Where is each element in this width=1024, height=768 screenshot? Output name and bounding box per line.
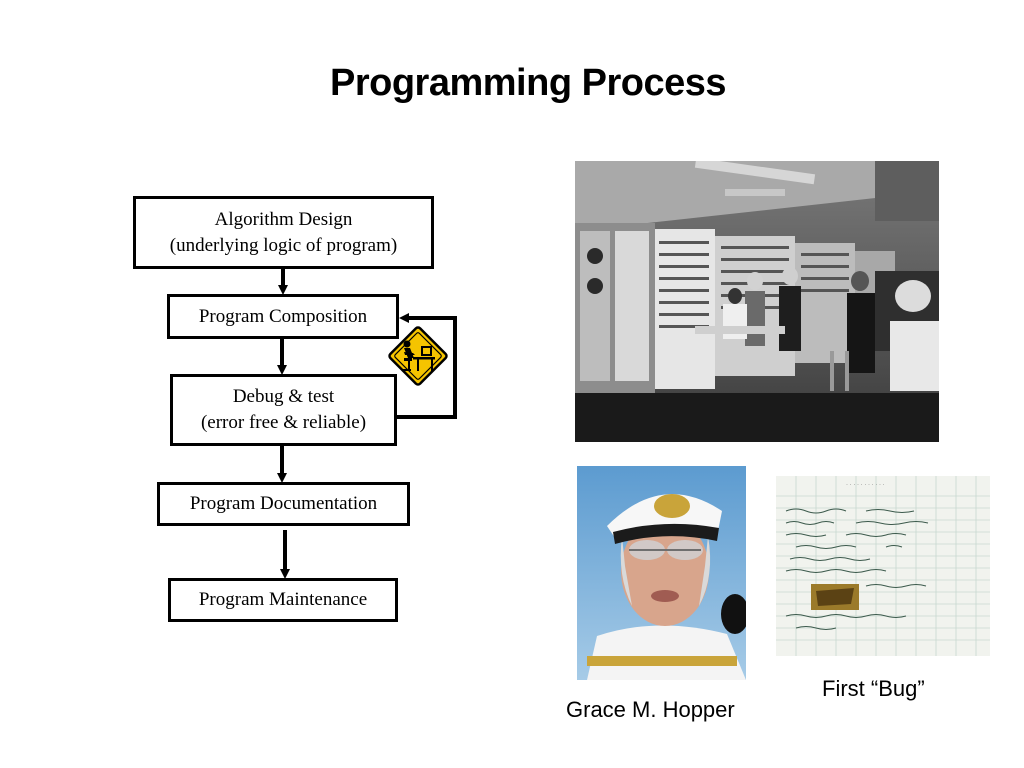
worker-at-computer-sign-icon <box>388 326 448 386</box>
flow-step-program-composition: Program Composition <box>167 294 399 339</box>
logbook-page-photo: · · · · · · · · · · · <box>776 476 990 656</box>
flow-step-title: Debug & test <box>232 386 335 407</box>
feedback-loop-arrow <box>396 313 457 419</box>
caption-grace-hopper: Grace M. Hopper <box>566 697 735 722</box>
flow-step-algorithm-design: Algorithm Design (underlying logic of pr… <box>133 196 434 269</box>
flow-step-subtitle: (underlying logic of program) <box>169 234 398 256</box>
flow-step-subtitle: (error free & reliable) <box>200 412 367 433</box>
early-computer-photo <box>575 161 939 442</box>
slide-title: Programming Process <box>330 62 726 104</box>
svg-text:· · · · · · · · · · ·: · · · · · · · · · · · <box>846 482 885 488</box>
flow-step-title: Program Documentation <box>189 493 378 514</box>
flow-step-title: Algorithm Design <box>214 208 353 230</box>
flow-step-debug-test: Debug & test (error free & reliable) <box>170 374 397 446</box>
flow-step-program-documentation: Program Documentation <box>157 482 410 526</box>
portrait-photo <box>577 466 746 680</box>
flow-step-title: Program Composition <box>198 305 368 327</box>
flow-step-program-maintenance: Program Maintenance <box>168 578 398 622</box>
caption-first-bug: First “Bug” <box>822 676 925 701</box>
flow-step-title: Program Maintenance <box>198 589 368 610</box>
